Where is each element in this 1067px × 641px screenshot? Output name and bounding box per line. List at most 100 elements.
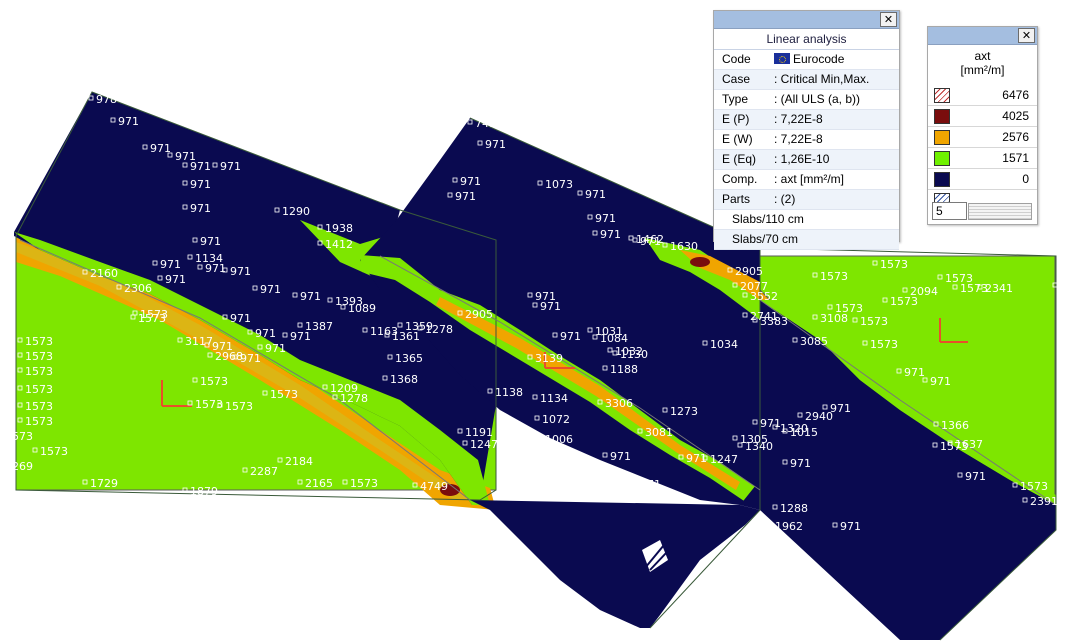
contour-point-marker xyxy=(457,428,463,434)
legend-entry[interactable]: 6476 xyxy=(928,85,1037,105)
color-swatch xyxy=(934,172,950,187)
contour-value-label: 971 xyxy=(160,258,181,271)
contour-point-marker xyxy=(182,487,188,493)
contour-point-marker xyxy=(577,190,583,196)
contour-point-marker xyxy=(17,417,23,423)
contour-value-label: 2386 xyxy=(1060,280,1067,293)
contour-value-label: 971 xyxy=(535,290,556,303)
color-swatch xyxy=(934,151,950,166)
contour-value-label: 971 xyxy=(610,450,631,463)
contour-point-marker xyxy=(702,340,708,346)
contour-value-label: 1288 xyxy=(780,502,808,515)
contour-value-label: 1320 xyxy=(780,422,808,435)
contour-point-marker xyxy=(602,365,608,371)
legend-entry[interactable]: 1571 xyxy=(928,147,1037,168)
contour-point-marker xyxy=(597,399,603,405)
contour-point-marker xyxy=(782,459,788,465)
contour-point-marker xyxy=(832,522,838,528)
color-swatch xyxy=(934,130,950,145)
contour-value-label: 1032 xyxy=(615,345,643,358)
contour-point-marker xyxy=(110,117,116,123)
levels-input[interactable]: 5 xyxy=(932,202,967,220)
contour-point-marker xyxy=(212,162,218,168)
contour-value-label: 1247 xyxy=(710,453,738,466)
contour-value-label: 2968 xyxy=(215,350,243,363)
contour-point-marker xyxy=(0,432,3,438)
info-row-eeq: E (Eq) : 1,26E-10 xyxy=(714,150,899,170)
contour-point-marker xyxy=(297,479,303,485)
contour-point-marker xyxy=(932,442,938,448)
contour-value-label: 2391 xyxy=(1030,495,1058,508)
contour-point-marker xyxy=(130,314,136,320)
info-panel-titlebar[interactable]: ✕ xyxy=(714,11,899,29)
contour-value-label: 1938 xyxy=(325,222,353,235)
close-icon[interactable]: ✕ xyxy=(880,12,897,27)
legend-entry[interactable]: 0 xyxy=(928,168,1037,189)
contour-value-label: 1573 xyxy=(945,272,973,285)
contour-point-marker xyxy=(822,404,828,410)
contour-point-marker xyxy=(732,435,738,441)
contour-value-label: 1573 xyxy=(835,302,863,315)
contour-point-marker xyxy=(527,354,533,360)
part-item[interactable]: Slabs/110 cm xyxy=(714,210,899,230)
contour-point-marker xyxy=(957,472,963,478)
contour-point-marker xyxy=(467,119,473,125)
contour-value-label: 1573 xyxy=(200,375,228,388)
contour-point-marker xyxy=(222,314,228,320)
analysis-info-panel[interactable]: ✕ Linear analysis Code Eurocode Case : C… xyxy=(713,10,900,250)
contour-point-marker xyxy=(232,354,238,360)
contour-point-marker xyxy=(247,329,253,335)
contour-point-marker xyxy=(274,207,280,213)
contour-point-marker xyxy=(362,327,368,333)
contour-point-marker xyxy=(204,342,210,348)
legend-panel[interactable]: ✕ axt [mm²/m] 6476 4025 2576 1571 0 5 xyxy=(927,26,1038,225)
contour-value-label: 1278 xyxy=(425,323,453,336)
contour-value-label: 1573 xyxy=(880,258,908,271)
contour-value-label: 1072 xyxy=(542,413,570,426)
contour-value-label: 971 xyxy=(930,375,951,388)
contour-point-marker xyxy=(537,180,543,186)
contour-value-label: 1573 xyxy=(270,388,298,401)
contour-point-marker xyxy=(252,285,258,291)
contour-value-label: 971 xyxy=(265,342,286,355)
levels-slider[interactable] xyxy=(968,203,1032,220)
contour-point-marker xyxy=(417,325,423,331)
contour-point-marker xyxy=(1052,282,1058,288)
slab-strip-4 xyxy=(470,500,760,628)
info-row-ep: E (P) : 7,22E-8 xyxy=(714,110,899,130)
contour-value-label: 1573 xyxy=(138,312,166,325)
close-icon[interactable]: ✕ xyxy=(1018,28,1035,43)
contour-value-label: 1573 xyxy=(860,315,888,328)
legend-entry[interactable]: 2576 xyxy=(928,126,1037,147)
contour-point-marker xyxy=(152,260,158,266)
contour-point-marker xyxy=(977,284,983,290)
legend-entry[interactable]: 4025 xyxy=(928,105,1037,126)
contour-point-marker xyxy=(882,297,888,303)
contour-point-marker xyxy=(277,457,283,463)
contour-value-label: 971 xyxy=(600,228,621,241)
contour-value-label: 971 xyxy=(255,327,276,340)
contour-point-marker xyxy=(702,455,708,461)
contour-value-label: 1573 xyxy=(870,338,898,351)
contour-point-marker xyxy=(397,322,403,328)
contour-value-label: 971 xyxy=(150,142,171,155)
contour-value-label: 971 xyxy=(485,138,506,151)
contour-point-marker xyxy=(792,337,798,343)
contour-value-label: 971 xyxy=(790,457,811,470)
contour-point-marker xyxy=(17,337,23,343)
contour-point-marker xyxy=(297,322,303,328)
contour-value-label: 1573 xyxy=(350,477,378,490)
info-row-comp: Comp. : axt [mm²/m] xyxy=(714,170,899,190)
info-row-ew: E (W) : 7,22E-8 xyxy=(714,130,899,150)
legend-titlebar[interactable]: ✕ xyxy=(928,27,1037,45)
contour-point-marker xyxy=(767,522,773,528)
contour-value-label: 1573 xyxy=(225,400,253,413)
contour-value-label: 971 xyxy=(560,330,581,343)
contour-value-label: 1359 xyxy=(405,320,433,333)
contour-point-marker xyxy=(192,377,198,383)
contour-value-label: 1573 xyxy=(960,282,988,295)
part-item[interactable]: Slabs/70 cm xyxy=(714,230,899,250)
contour-value-label: 1089 xyxy=(348,302,376,315)
contour-point-marker xyxy=(192,237,198,243)
